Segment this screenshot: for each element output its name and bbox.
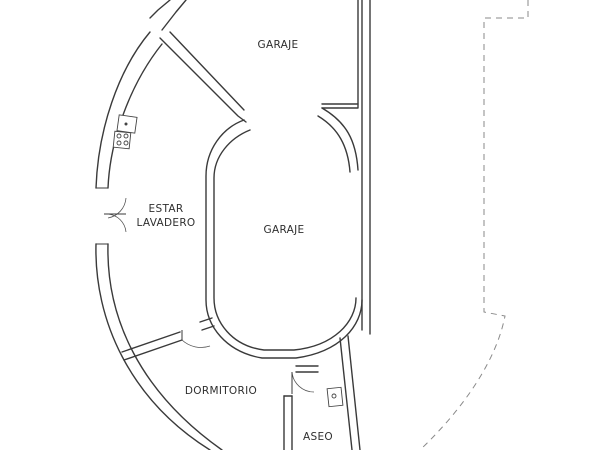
room-label-estar: ESTAR (149, 203, 184, 215)
door-swing-icon (96, 187, 315, 394)
room-label-aseo: ASEO (303, 431, 333, 443)
sink-icon (116, 114, 138, 134)
stove-icon (112, 130, 132, 150)
room-label-dormitorio: DORMITORIO (185, 385, 257, 397)
terrace-outline (419, 0, 529, 450)
washbasin-icon (326, 386, 344, 408)
interior-walls (121, 0, 363, 450)
room-label-garaje-center: GARAJE (264, 224, 305, 236)
room-label-lavadero: LAVADERO (137, 217, 196, 229)
outer-walls (95, 0, 371, 450)
room-label-garaje-top: GARAJE (258, 39, 299, 51)
